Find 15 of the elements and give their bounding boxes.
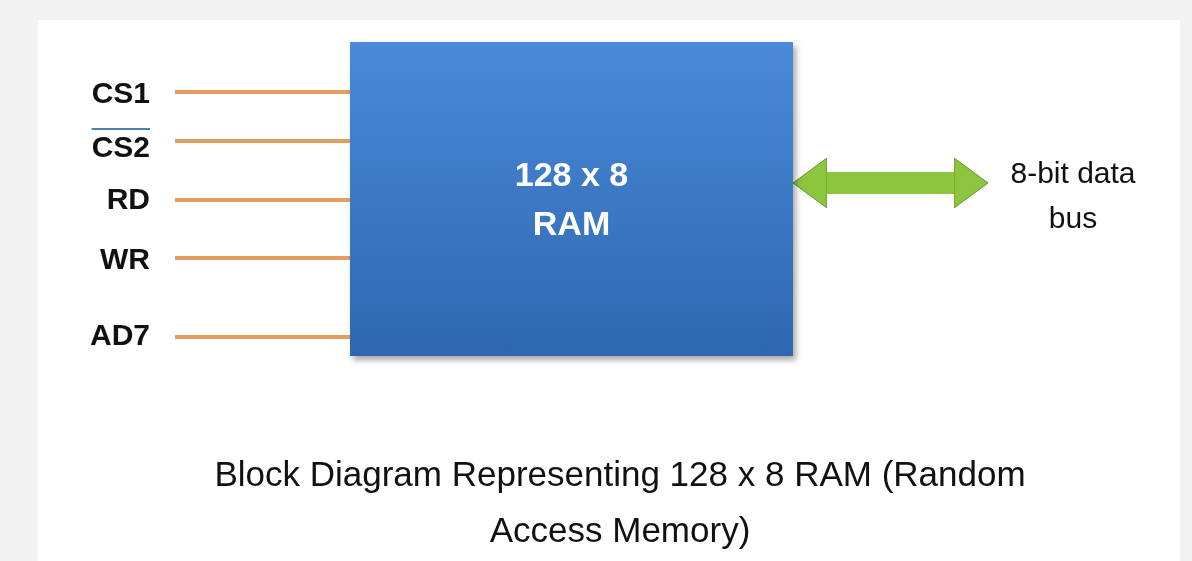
caption: Block Diagram Representing 128 x 8 RAM (Random Access Memory) <box>213 453 1027 551</box>
signal-label: WR <box>100 242 150 276</box>
signal-line <box>175 139 350 143</box>
signal-line <box>175 90 350 94</box>
block-label: 128 x 8 RAM <box>513 153 630 244</box>
signal-label: CS2 <box>91 130 150 164</box>
signal-label: RD <box>106 182 150 216</box>
signal-line <box>175 256 350 260</box>
double-arrow <box>792 157 989 209</box>
bus-label: 8-bit data bus <box>1009 155 1137 236</box>
signal-line <box>175 335 350 339</box>
signal-line <box>175 198 350 202</box>
signal-label: AD7 <box>90 318 150 352</box>
signal-label: CS1 <box>91 76 150 110</box>
ram-block <box>350 42 793 356</box>
